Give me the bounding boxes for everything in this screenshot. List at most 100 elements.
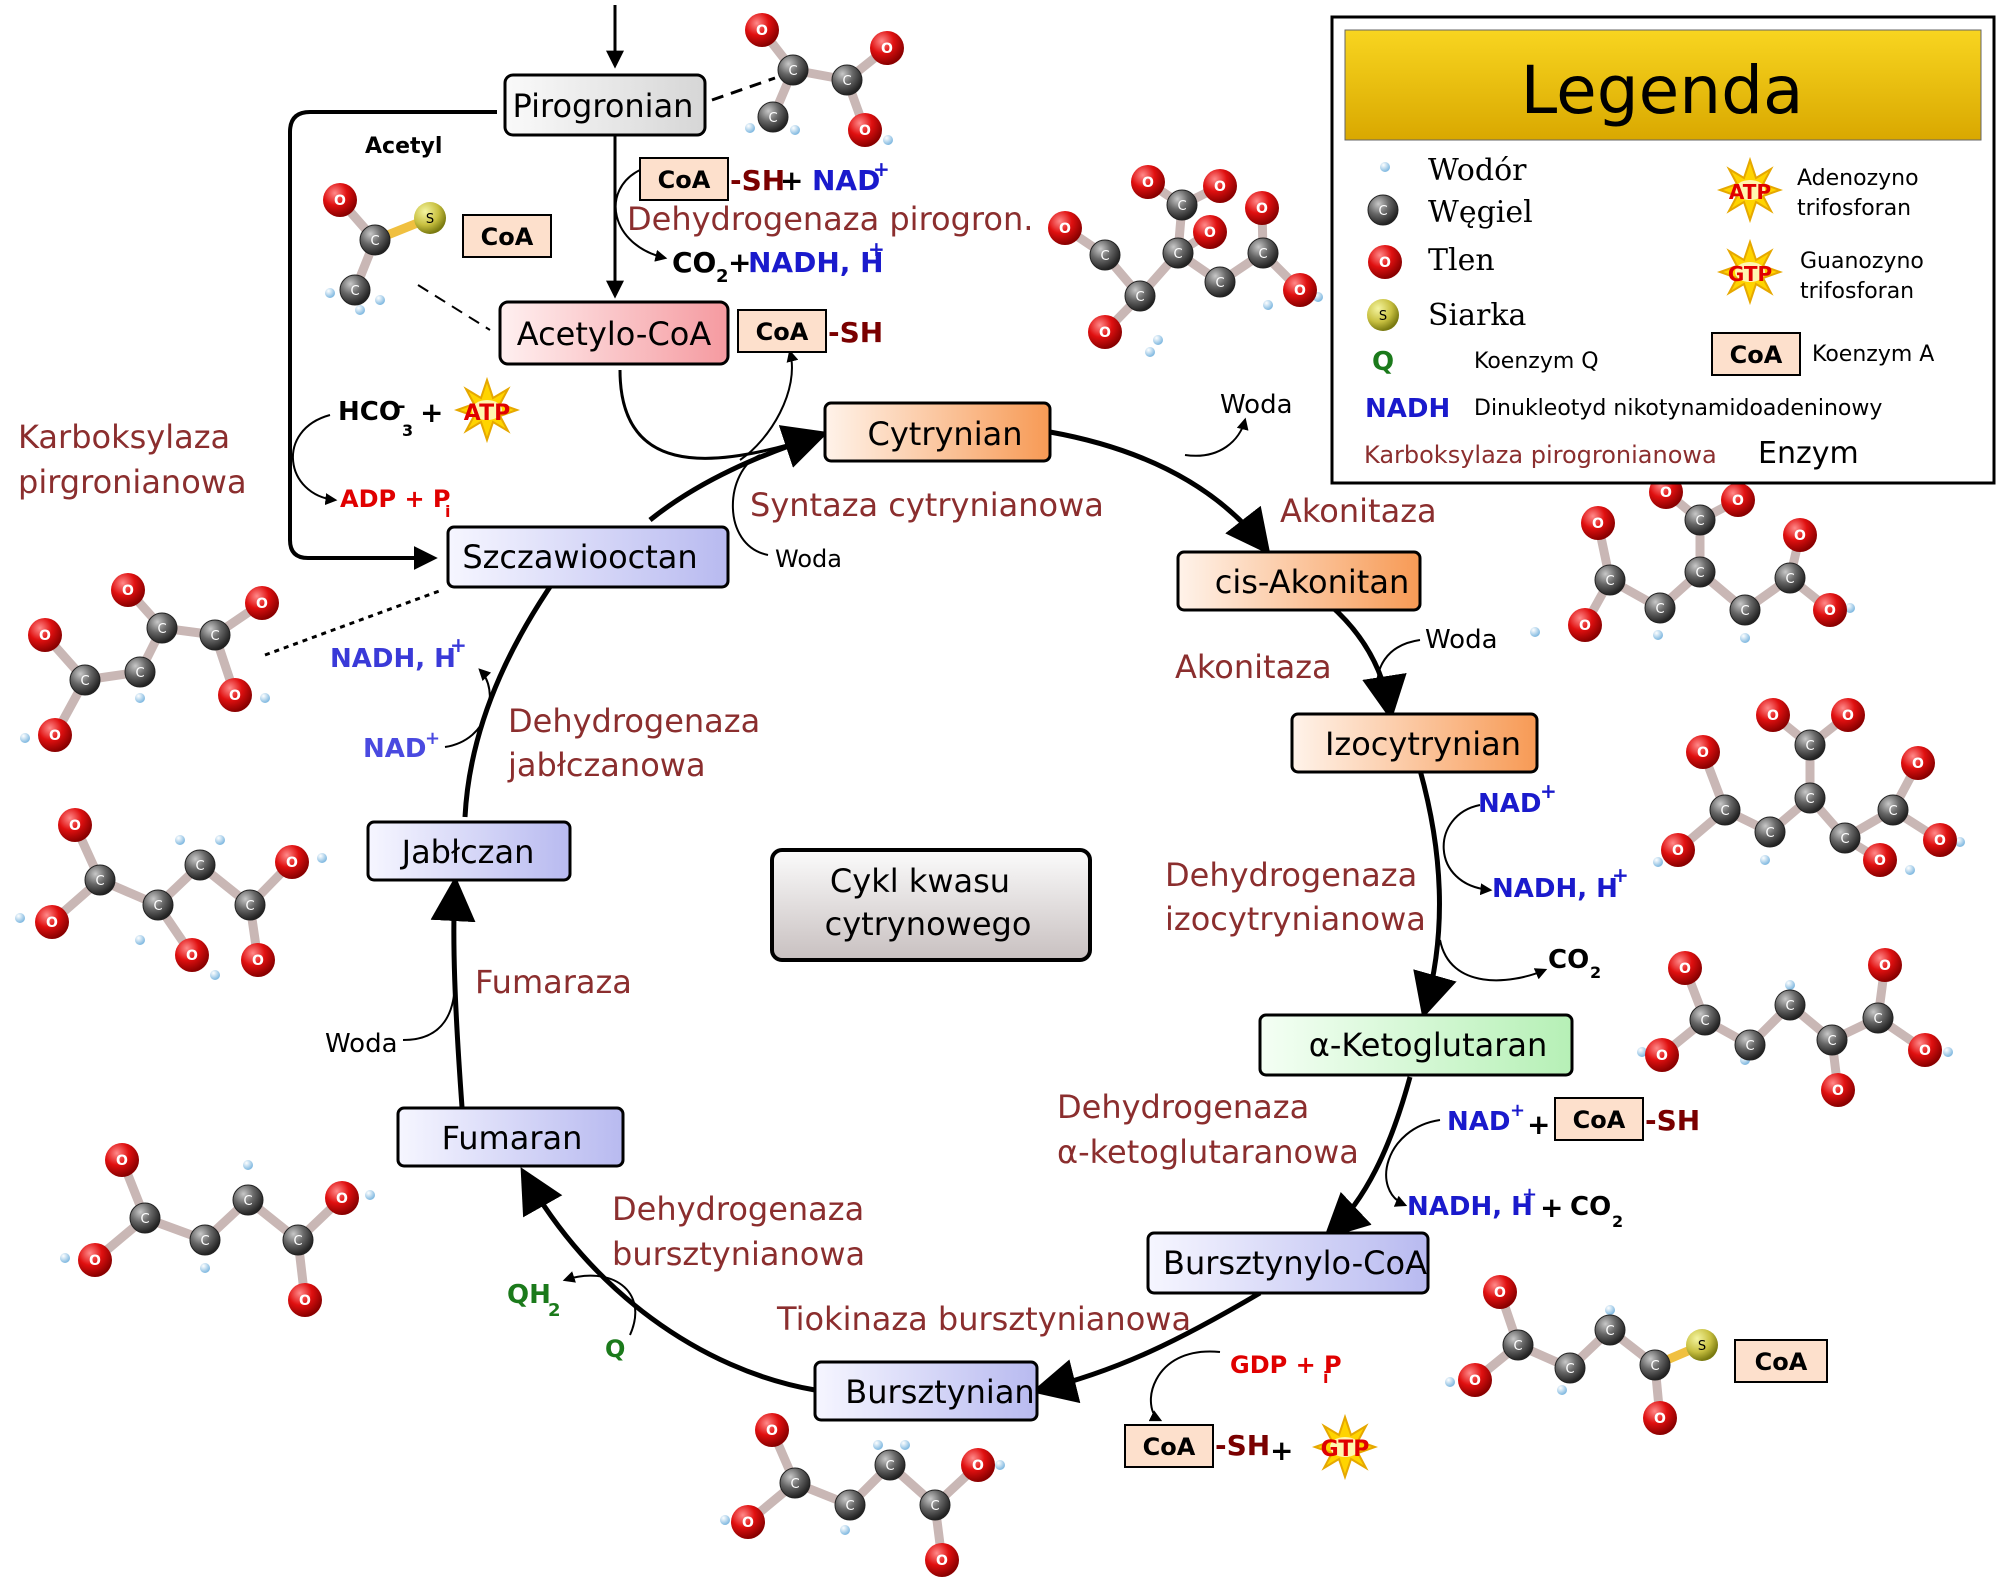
sulfur-icon: S	[1367, 299, 1399, 331]
enzyme-fumarase: Fumaraza	[475, 963, 632, 1001]
svg-text:CoA: CoA	[481, 223, 534, 251]
enzyme-malate-dh-line1: Dehydrogenaza	[508, 702, 760, 740]
pyruvate-molecule	[745, 13, 904, 147]
svg-text:QH: QH	[507, 1280, 551, 1310]
svg-text:ATP: ATP	[1729, 180, 1771, 204]
legend-q-name: Koenzym Q	[1474, 349, 1599, 374]
svg-text:2: 2	[548, 1300, 561, 1321]
svg-text:NAD: NAD	[1478, 789, 1541, 819]
h-charge: +	[868, 237, 885, 261]
pathway-arrows	[288, 5, 1548, 1422]
legend: Legenda Wodór Węgiel Tlen S Siarka Q Koe…	[1330, 15, 1996, 485]
thiokinase-cofactors: GDP + P i CoA -SH + GTP	[1124, 1351, 1376, 1478]
compound-citrate: Cytrynian	[868, 415, 1023, 453]
legend-coa-icon	[1711, 332, 1801, 376]
water-aconitase-out: Woda	[1220, 390, 1293, 420]
acetyl-coa-tag: CoA	[462, 214, 552, 258]
svg-text:+: +	[1522, 1184, 1537, 1205]
compound-succinate: Bursztynian	[845, 1373, 1034, 1411]
svg-text:+: +	[425, 728, 440, 749]
sdh-cofactors: QH 2 Q	[507, 1280, 625, 1363]
legend-q-symbol: Q	[1372, 347, 1394, 377]
box-succinyl-coa: Bursztynylo-CoA	[1146, 1231, 1430, 1295]
legend-sulfur: Siarka	[1428, 298, 1527, 333]
legend-atp-name-2: trifosforan	[1797, 196, 1911, 221]
compound-fumarate: Fumaran	[442, 1119, 583, 1157]
svg-text:CoA: CoA	[1730, 341, 1783, 369]
svg-text:-SH: -SH	[828, 316, 883, 349]
enzyme-akg-dh-line2: α-ketoglutaranowa	[1057, 1133, 1359, 1171]
box-alpha-ketoglutarate: α-Ketoglutaran	[1258, 1013, 1574, 1077]
svg-text:Q: Q	[605, 1335, 625, 1363]
svg-text:-: -	[398, 396, 405, 417]
enzyme-aconitase-2: Akonitaza	[1175, 648, 1332, 686]
box-pyruvate: Pirogronian	[503, 73, 707, 137]
svg-text:+: +	[1527, 1108, 1550, 1141]
co2-sub: 2	[716, 266, 729, 287]
svg-text:GDP + P: GDP + P	[1230, 1351, 1342, 1379]
compound-cis-aconitate: cis-Akonitan	[1215, 563, 1409, 601]
carbon-icon	[1367, 194, 1399, 226]
legend-oxygen: Tlen	[1428, 243, 1495, 278]
svg-text:GTP: GTP	[1321, 1437, 1370, 1462]
succinate-molecule	[720, 1413, 1005, 1577]
nad-label: NAD	[812, 164, 880, 197]
compound-acetyl-coa: Acetylo-CoA	[517, 315, 712, 353]
svg-text:2: 2	[1590, 963, 1601, 982]
cycle-title-line2: cytrynowego	[825, 905, 1032, 943]
svg-text:S: S	[1698, 1339, 1706, 1354]
acetyl-molecule: S	[323, 183, 446, 315]
compound-pyruvate: Pirogronian	[513, 87, 694, 125]
cycle-title-line1: Cykl kwasu	[830, 862, 1010, 900]
nad-charge: +	[873, 157, 890, 181]
svg-text:CoA: CoA	[1573, 1106, 1626, 1134]
enzyme-succinate-dh-line1: Dehydrogenaza	[612, 1190, 864, 1228]
svg-text:CoA: CoA	[756, 318, 809, 346]
box-acetyl-coa: Acetylo-CoA	[498, 300, 730, 366]
legend-gtp-name-1: Guanozyno	[1800, 249, 1924, 274]
svg-text:+: +	[1270, 1434, 1293, 1467]
svg-text:+: +	[1540, 779, 1557, 803]
svg-text:CO: CO	[1548, 945, 1589, 975]
idh-cofactors: NAD + NADH, H + CO 2	[1478, 779, 1629, 982]
fumarate-molecule	[60, 1143, 375, 1317]
succinyl-coa-molecule: S CoA	[1445, 1275, 1828, 1435]
compound-oxaloacetate: Szczawiooctan	[462, 538, 697, 576]
water-aconitase-in: Woda	[1425, 625, 1498, 655]
adp-pi-label: ADP + P	[340, 485, 451, 513]
legend-nadh-name: Dinukleotyd nikotynamidoadeninowy	[1474, 396, 1882, 421]
svg-text:NADH, H: NADH, H	[330, 644, 456, 674]
legend-title: Legenda	[1521, 52, 1804, 129]
box-malate: Jabłczan	[366, 820, 572, 882]
molecule-connectors	[264, 76, 776, 657]
svg-text:+: +	[420, 396, 443, 429]
compound-isocitrate: Izocytrynian	[1325, 725, 1521, 763]
plus-sign: +	[780, 164, 803, 197]
svg-text:+: +	[1612, 863, 1629, 887]
acetyl-label: Acetyl	[365, 134, 442, 159]
malate-molecule	[15, 808, 327, 980]
enzyme-labels: Dehydrogenaza pirogron. Syntaza cytrynia…	[18, 200, 1437, 1338]
svg-text:CoA: CoA	[1755, 1348, 1808, 1376]
enzyme-aconitase-1: Akonitaza	[1280, 492, 1437, 530]
enzyme-pyruvate-dehydrogenase: Dehydrogenaza pirogron.	[627, 200, 1033, 238]
citrate-molecule	[1048, 165, 1323, 357]
oxaloacetate-molecule	[20, 573, 279, 752]
box-isocitrate: Izocytrynian	[1290, 712, 1539, 774]
svg-text:NAD: NAD	[363, 734, 426, 764]
compound-malate: Jabłczan	[400, 833, 535, 871]
svg-text:+: +	[450, 633, 467, 657]
box-cis-aconitate: cis-Akonitan	[1176, 550, 1422, 612]
svg-text:NAD: NAD	[1447, 1107, 1510, 1137]
box-fumarate: Fumaran	[396, 1106, 625, 1168]
svg-text:NADH, H: NADH, H	[1407, 1192, 1533, 1222]
carboxylase-outputs: ADP + P i	[340, 485, 451, 521]
legend-coa-name: Koenzym A	[1812, 342, 1934, 367]
legend-hydrogen: Wodór	[1428, 153, 1527, 188]
svg-text:i: i	[1323, 1368, 1328, 1387]
cycle-title-box: Cykl kwasu cytrynowego	[770, 848, 1092, 962]
cis-aconitate-molecule	[1530, 475, 1855, 643]
enzyme-malate-dh-line2: jabłczanowa	[507, 746, 706, 784]
enzyme-pyruvate-carboxylase-line1: Karboksylaza	[18, 418, 230, 456]
legend-enzyme-name: Enzym	[1758, 436, 1859, 471]
